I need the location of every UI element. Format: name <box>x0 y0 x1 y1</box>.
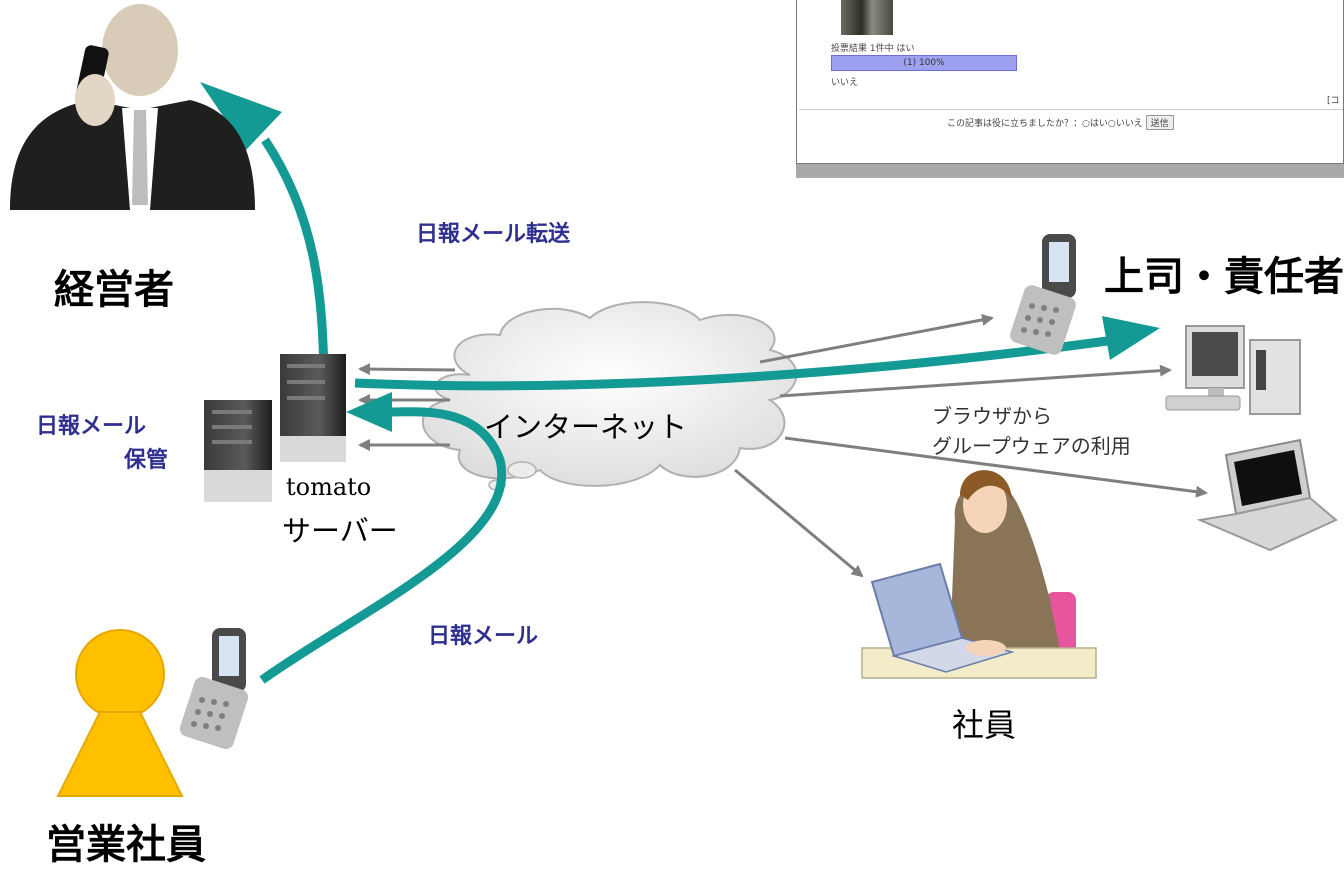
vote-result-text: 投票結果 1件中 はい <box>831 44 915 54</box>
label-mail-storage-2: 保管 <box>124 448 169 473</box>
label-mail-forward: 日報メール転送 <box>416 222 571 247</box>
label-browser-1: ブラウザから <box>932 404 1052 428</box>
phone-sales <box>179 628 249 750</box>
employee-figure <box>861 470 1097 679</box>
groupware-screenshot: 投票結果 1件中 はい (1) 100% いいえ [コ この記事は役に立ちました… <box>796 0 1344 178</box>
internet-cloud <box>422 301 798 491</box>
screenshot-photo <box>841 0 893 35</box>
vote-no-label: いいえ <box>831 78 859 88</box>
feedback-question: この記事は役に立ちましたか？： <box>947 119 1083 129</box>
sales-staff-figure <box>56 629 184 797</box>
phone-boss <box>1010 234 1076 355</box>
feedback-no[interactable]: いいえ <box>1115 119 1143 129</box>
inbound-arrowhead <box>346 392 392 432</box>
label-browser-2: グループウェアの利用 <box>932 434 1131 458</box>
label-internet: インターネット <box>484 410 688 444</box>
vote-bar-text: (1) 100% <box>903 58 945 68</box>
label-executive: 経営者 <box>54 267 174 313</box>
server-rack-back <box>204 400 272 502</box>
feedback-submit-button[interactable]: 送信 <box>1145 115 1174 130</box>
label-employee: 社員 <box>952 706 1017 744</box>
label-daily-mail: 日報メール <box>428 624 539 649</box>
forward-arrowhead <box>200 82 282 150</box>
boss-arrowhead <box>1102 316 1160 360</box>
executive-figure <box>10 4 255 210</box>
mail-flow-arrows <box>200 82 1160 684</box>
desktop-pc <box>1165 325 1301 415</box>
device-link-arrows <box>734 313 1208 578</box>
label-boss: 上司・責任者 <box>1104 254 1344 300</box>
feedback-row: この記事は役に立ちましたか？：○はい○いいえ 送信 <box>947 115 1174 130</box>
screenshot-window: 投票結果 1件中 はい (1) 100% いいえ [コ この記事は役に立ちました… <box>796 0 1344 164</box>
screenshot-divider <box>799 109 1343 110</box>
label-server: サーバー <box>282 514 398 548</box>
feedback-yes[interactable]: はい <box>1089 119 1108 129</box>
server-rack-front <box>280 354 346 462</box>
label-server-name: tomato <box>286 473 372 501</box>
laptop-pc <box>1196 438 1338 552</box>
vote-bar: (1) 100% <box>831 55 1017 71</box>
label-mail-storage-1: 日報メール <box>36 414 147 439</box>
label-sales-staff: 営業社員 <box>46 822 206 868</box>
screenshot-corner-text: [コ <box>1327 96 1340 106</box>
